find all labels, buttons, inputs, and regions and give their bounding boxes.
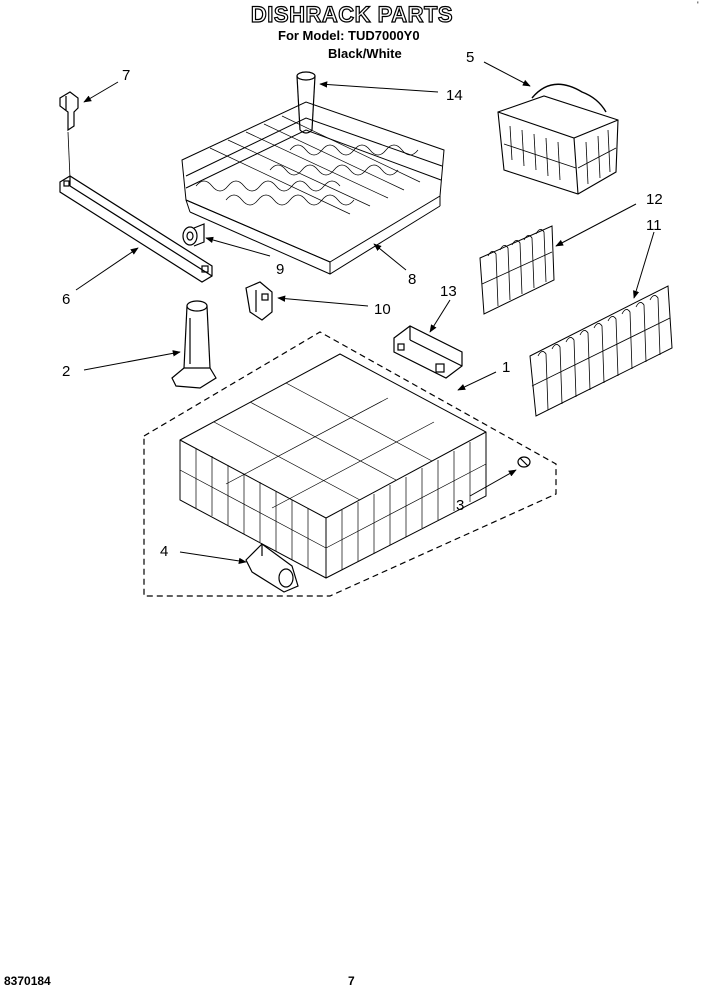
part-13-rack-stop [393,325,463,379]
model-line: For Model: TUD7000Y0 [278,28,420,43]
callout-1: 1 [502,359,510,376]
leader-lines [75,61,655,565]
callout-3: 3 [456,497,464,514]
callout-8: 8 [408,271,416,288]
page-title: DISHRACK PARTS [250,1,454,27]
corner-mark: ' [697,0,699,10]
part-9-roller [182,223,205,247]
callout-2: 2 [62,363,70,380]
part-5-silverware-basket [497,83,619,195]
callout-7: 7 [122,67,130,84]
callout-12: 12 [646,191,663,208]
callout-13: 13 [440,283,457,300]
part-10-rail-clip [245,281,273,321]
part-3-rack-stud [517,456,531,468]
part-12-small-tine-row [479,225,555,315]
part-11-long-tine-row [529,285,673,417]
part-1-lower-rack [179,353,487,579]
callout-5: 5 [466,49,474,66]
part-6-rack-rail [59,175,213,283]
callout-11: 11 [646,217,662,234]
part-4-wheel-bracket [245,543,299,593]
callout-4: 4 [160,543,168,560]
callout-9: 9 [276,261,284,278]
part-2-lower-spray-tube [171,300,217,389]
part-7-end-cap [59,91,79,132]
lower-rack-outline [143,331,557,597]
leader-7-6 [67,131,71,179]
callout-6: 6 [62,291,70,308]
color-variant: Black/White [328,46,402,61]
part-8-upper-rack [181,101,445,275]
document-number: 8370184 [4,974,51,988]
callout-numbers: 1 2 3 4 5 6 7 8 9 10 11 12 13 14 [62,49,663,560]
page-number: 7 [348,974,355,988]
callout-10: 10 [374,301,391,318]
callout-14: 14 [446,87,463,104]
part-14-upper-spray-tube [296,71,316,134]
